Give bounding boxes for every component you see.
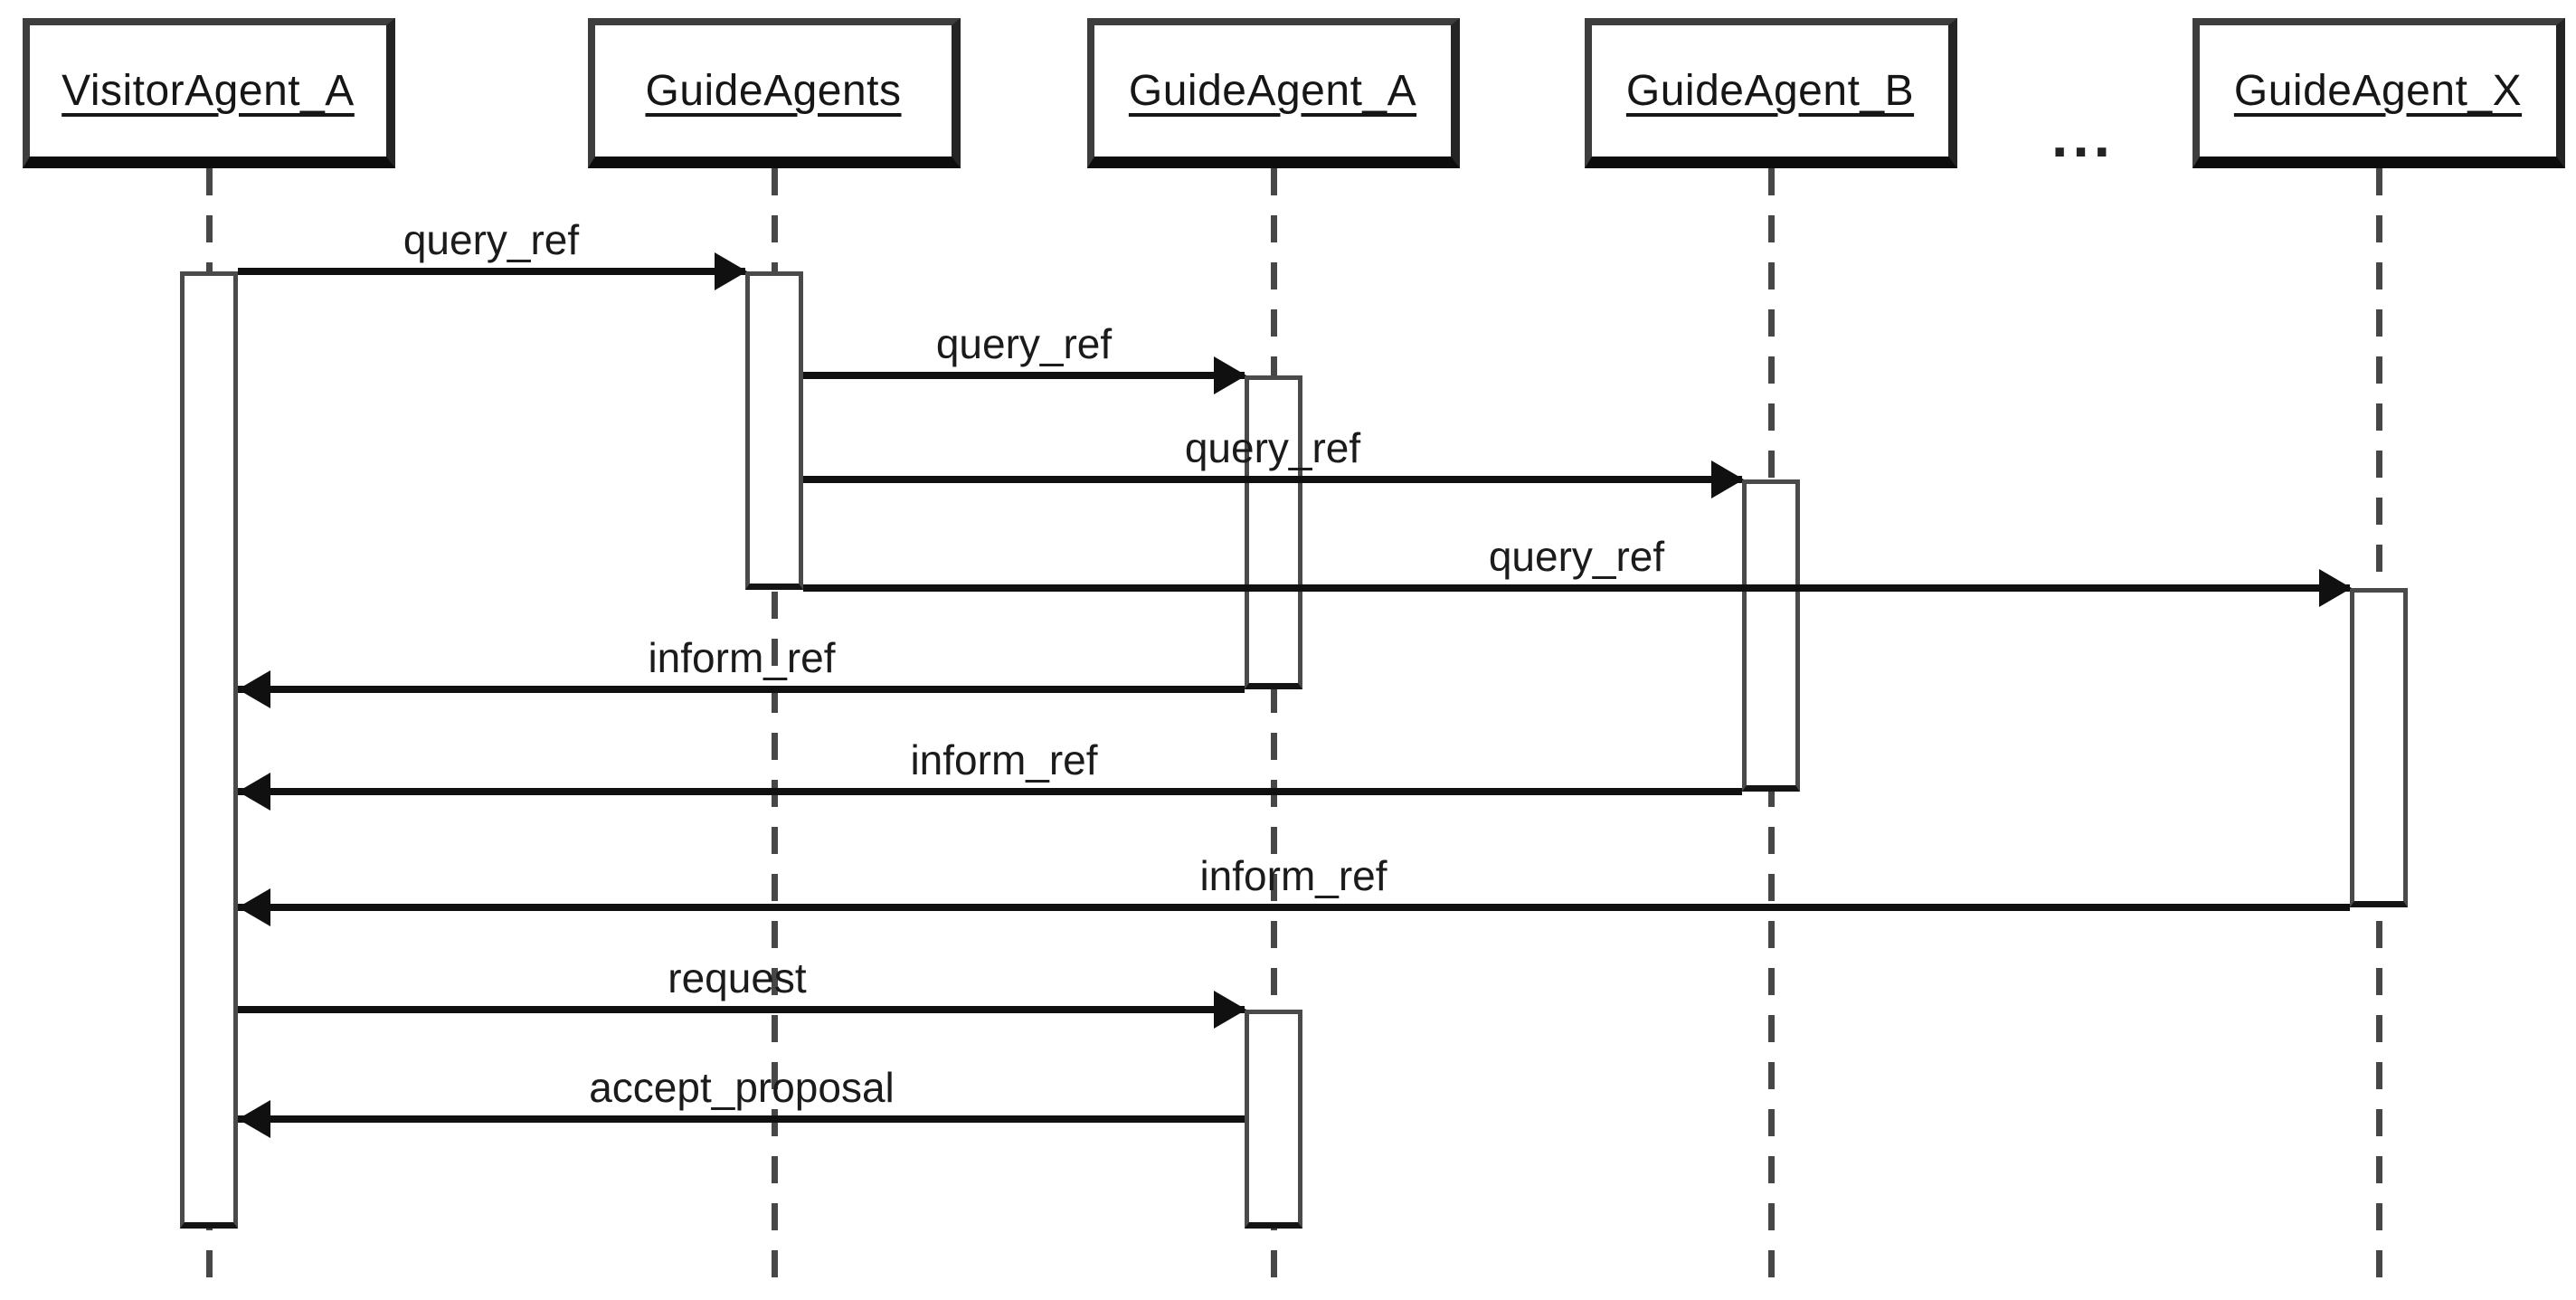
arrowhead-left-icon xyxy=(238,1100,270,1138)
activation-bar-guide-agent-x xyxy=(2350,588,2408,907)
message-label: query_ref xyxy=(1184,424,1361,471)
activation-bar-guide-agents xyxy=(745,271,803,590)
more-agents-ellipsis: ... xyxy=(2051,102,2116,169)
message-line-inform-ref-3 xyxy=(238,904,2350,911)
arrowhead-left-icon xyxy=(238,773,270,811)
actor-box-guide-agent-b: GuideAgent_B xyxy=(1585,18,1957,168)
actor-label: GuideAgent_B xyxy=(1625,67,1915,115)
message-line-inform-ref-2 xyxy=(238,788,1742,795)
message-label: inform_ref xyxy=(910,736,1098,783)
actor-box-guide-agents: GuideAgents xyxy=(588,18,961,168)
activation-bar-visitor-agent-a xyxy=(180,271,238,1229)
activation-bar-guide-agent-a-1 xyxy=(1245,375,1302,689)
message-line-inform-ref-1 xyxy=(238,686,1245,693)
message-line-request xyxy=(238,1006,1245,1013)
arrowhead-right-icon xyxy=(1214,356,1246,394)
arrowhead-right-icon xyxy=(2319,569,2352,607)
arrowhead-left-icon xyxy=(238,888,270,926)
message-label: inform_ref xyxy=(1199,852,1387,899)
message-line-query-ref-2 xyxy=(803,372,1245,379)
message-line-query-ref-4 xyxy=(803,584,2350,592)
actor-label: GuideAgents xyxy=(645,67,902,115)
message-label: inform_ref xyxy=(648,634,836,681)
message-line-query-ref-1 xyxy=(238,268,745,275)
arrowhead-left-icon xyxy=(238,670,270,708)
lifeline-guide-agents xyxy=(772,168,778,1285)
message-label: request xyxy=(668,954,807,1001)
message-label: query_ref xyxy=(1488,533,1665,580)
message-line-accept-proposal xyxy=(238,1115,1245,1123)
message-label: accept_proposal xyxy=(589,1064,895,1111)
arrowhead-right-icon xyxy=(1214,991,1246,1029)
message-label: query_ref xyxy=(402,216,580,263)
actor-label: GuideAgent_A xyxy=(1128,67,1417,115)
activation-bar-guide-agent-b xyxy=(1742,479,1800,792)
actor-label: VisitorAgent_A xyxy=(62,67,355,115)
lifeline-guide-agent-a xyxy=(1271,168,1277,1285)
actor-box-visitor-agent-a: VisitorAgent_A xyxy=(23,18,395,168)
actor-label: GuideAgent_X xyxy=(2233,67,2523,115)
arrowhead-right-icon xyxy=(1711,460,1744,498)
activation-bar-guide-agent-a-2 xyxy=(1245,1010,1302,1229)
arrowhead-right-icon xyxy=(715,252,747,290)
message-label: query_ref xyxy=(935,320,1113,367)
actor-box-guide-agent-x: GuideAgent_X xyxy=(2192,18,2565,168)
actor-box-guide-agent-a: GuideAgent_A xyxy=(1087,18,1460,168)
message-line-query-ref-3 xyxy=(803,476,1742,483)
